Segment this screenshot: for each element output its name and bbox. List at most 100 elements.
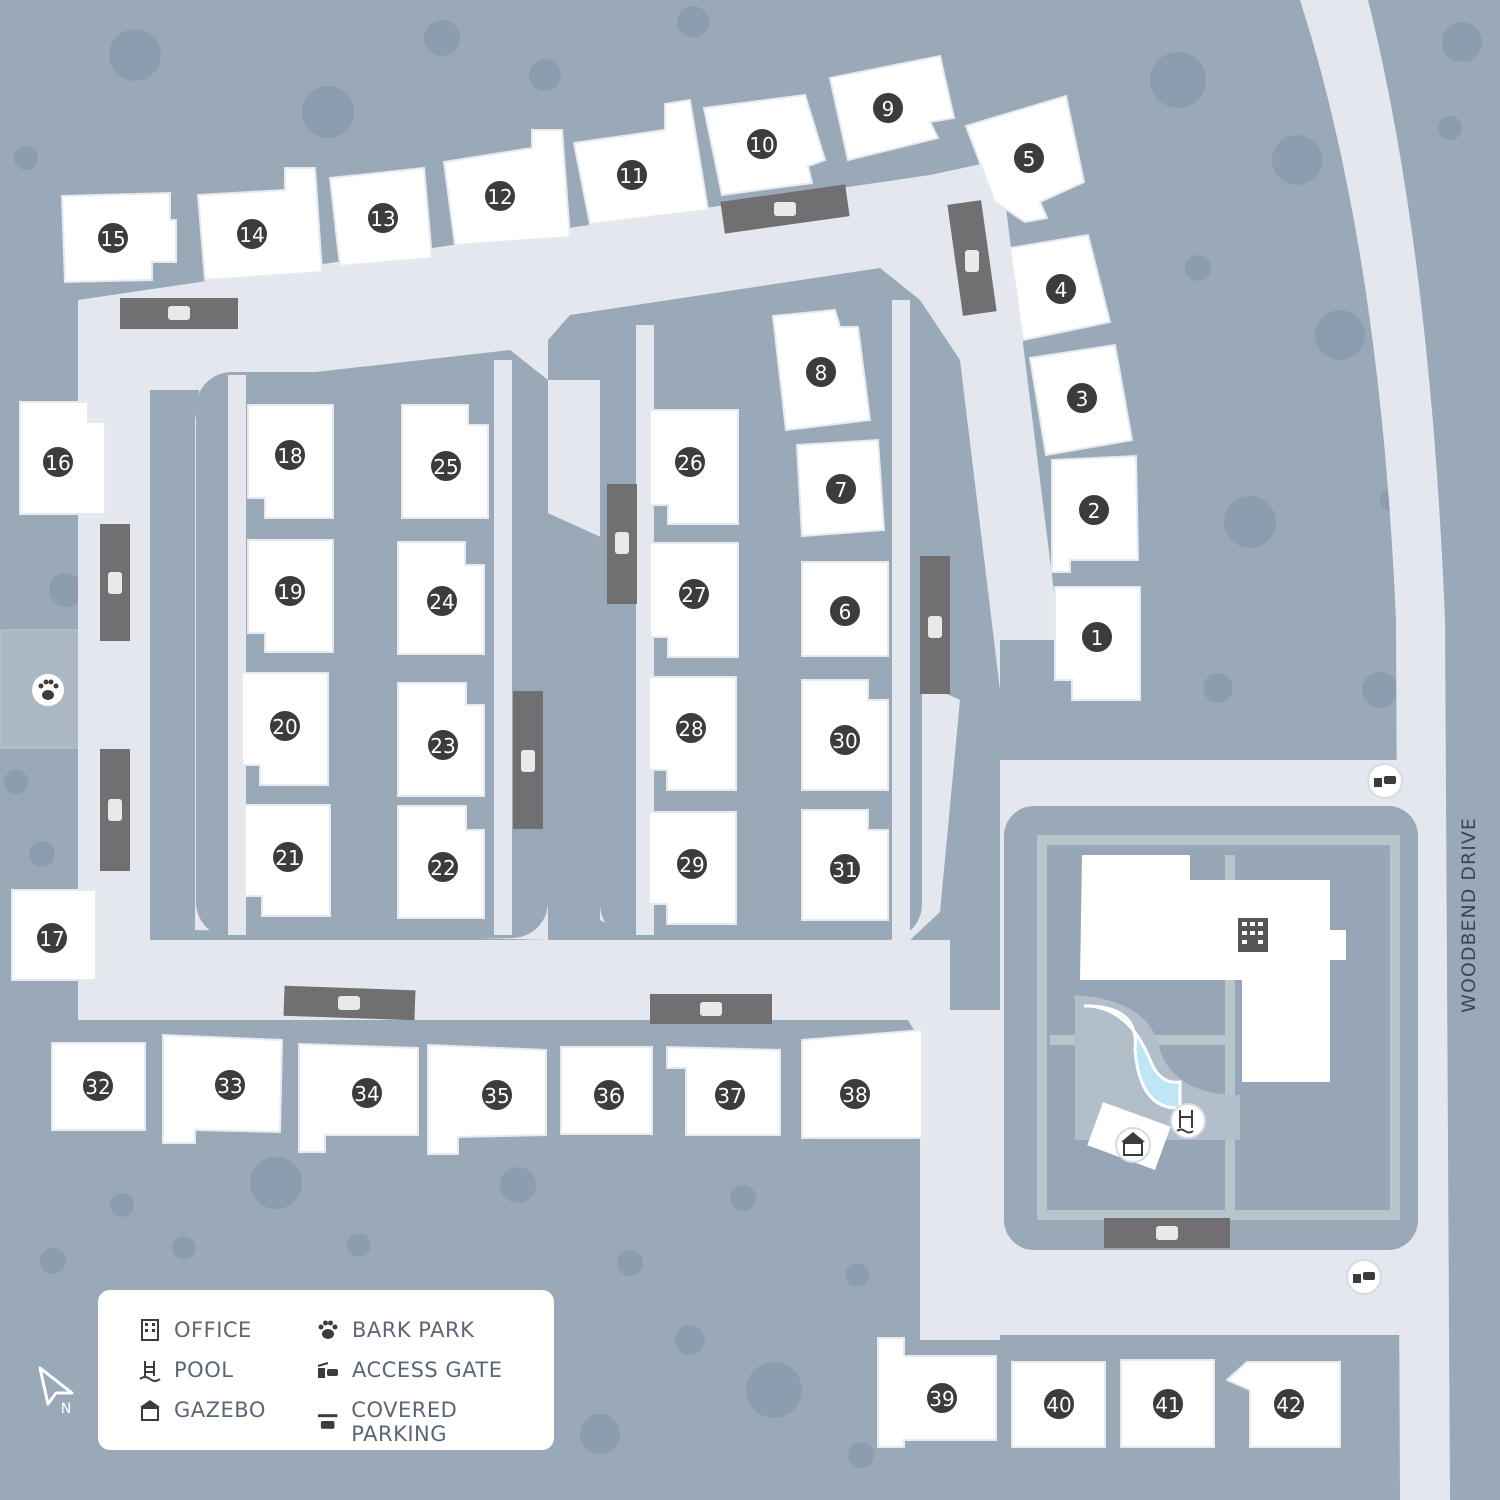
legend-bark-park: BARK PARK — [316, 1318, 474, 1342]
office-icon[interactable] — [1238, 918, 1268, 952]
building-badge[interactable]: 7 — [824, 472, 858, 506]
building-badge[interactable]: 32 — [81, 1069, 115, 1103]
building-badge[interactable]: 30 — [828, 723, 862, 757]
building-number: 9 — [882, 97, 895, 121]
building-badge-circle — [745, 127, 779, 161]
building-number: 11 — [619, 164, 644, 188]
building-badge[interactable]: 5 — [1012, 141, 1046, 175]
building-badge[interactable]: 27 — [677, 577, 711, 611]
building-badge[interactable]: 1 — [1080, 620, 1114, 654]
building-number: 37 — [717, 1084, 742, 1108]
building-badge[interactable]: 20 — [268, 709, 302, 743]
legend-gazebo-label: GAZEBO — [174, 1398, 266, 1422]
building-badge[interactable]: 8 — [804, 355, 838, 389]
building-badge-circle — [425, 584, 459, 618]
access-gate-icon[interactable] — [1346, 1259, 1382, 1295]
building-badge[interactable]: 42 — [1272, 1387, 1306, 1421]
building-badge[interactable]: 31 — [828, 852, 862, 886]
building-number: 10 — [749, 133, 774, 157]
building-badge-circle — [1042, 1387, 1076, 1421]
pool-icon — [139, 1361, 161, 1382]
building-number: 21 — [275, 846, 300, 870]
access-gate-icon[interactable] — [1367, 763, 1403, 799]
building-badge-circle — [235, 217, 269, 251]
building-badge[interactable]: 16 — [41, 445, 75, 479]
legend-covered-parking-label: COVERED PARKING — [351, 1398, 458, 1446]
building-badge[interactable]: 14 — [235, 217, 269, 251]
legend-pool-label: POOL — [174, 1358, 234, 1382]
building-number: 16 — [45, 451, 70, 475]
building-badge[interactable]: 15 — [96, 221, 130, 255]
legend-access-gate: ACCESS GATE — [316, 1358, 503, 1382]
building-badge[interactable]: 3 — [1065, 381, 1099, 415]
legend: OFFICE POOL GAZEBO BARK PARK ACCESS GATE… — [98, 1290, 554, 1450]
building-badge[interactable]: 37 — [713, 1078, 747, 1112]
building-badge[interactable]: 21 — [271, 840, 305, 874]
building-badge[interactable]: 2 — [1077, 493, 1111, 527]
building-badge[interactable]: 29 — [675, 847, 709, 881]
building-number: 28 — [678, 717, 703, 741]
building-badge-circle — [674, 711, 708, 745]
building-badge[interactable]: 26 — [673, 445, 707, 479]
building-number: 34 — [354, 1082, 379, 1106]
legend-office: OFFICE — [138, 1318, 252, 1342]
pool-icon[interactable] — [1170, 1103, 1206, 1139]
building-badge[interactable]: 19 — [273, 574, 307, 608]
building-number: 32 — [85, 1075, 110, 1099]
legend-pool: POOL — [138, 1358, 233, 1382]
building-badge[interactable]: 40 — [1042, 1387, 1076, 1421]
building-badge[interactable]: 24 — [425, 584, 459, 618]
building-badge-circle — [675, 847, 709, 881]
building-number: 42 — [1276, 1393, 1301, 1417]
building-badge[interactable]: 6 — [828, 594, 862, 628]
building-number: 36 — [596, 1084, 621, 1108]
building-number: 3 — [1076, 387, 1089, 411]
building-badge[interactable]: 9 — [871, 91, 905, 125]
building-badge-circle — [828, 723, 862, 757]
building-badge-circle — [925, 1381, 959, 1415]
building-badge[interactable]: 25 — [429, 449, 463, 483]
building-badge[interactable]: 33 — [213, 1068, 247, 1102]
building-number: 23 — [430, 734, 455, 758]
building-badge-circle — [615, 158, 649, 192]
bark-park-marker[interactable] — [32, 674, 64, 706]
building-badge[interactable]: 18 — [273, 438, 307, 472]
building-badge-circle — [366, 201, 400, 235]
building-number: 41 — [1155, 1393, 1180, 1417]
building-badge[interactable]: 10 — [745, 127, 779, 161]
building-badge-circle — [41, 445, 75, 479]
building-number: 8 — [815, 361, 828, 385]
building-badge[interactable]: 28 — [674, 711, 708, 745]
building-badge-circle — [824, 472, 858, 506]
building-badge-circle — [838, 1077, 872, 1111]
building-number: 18 — [277, 444, 302, 468]
building-number: 12 — [487, 185, 512, 209]
building-badge[interactable]: 35 — [480, 1078, 514, 1112]
building-badge-circle — [1151, 1387, 1185, 1421]
building-number: 26 — [677, 451, 702, 475]
legend-office-label: OFFICE — [174, 1318, 252, 1342]
building-badge-circle — [96, 221, 130, 255]
building-badge[interactable]: 17 — [35, 921, 69, 955]
building-number: 39 — [929, 1387, 954, 1411]
bark-park-icon — [318, 1320, 338, 1339]
building-badge[interactable]: 11 — [615, 158, 649, 192]
building-number: 22 — [430, 856, 455, 880]
gazebo-icon[interactable] — [1115, 1127, 1151, 1163]
building-badge[interactable]: 36 — [592, 1078, 626, 1112]
building-badge[interactable]: 38 — [838, 1077, 872, 1111]
building-badge-circle — [871, 91, 905, 125]
building-badge[interactable]: 39 — [925, 1381, 959, 1415]
office-icon — [141, 1319, 159, 1341]
building-number: 14 — [239, 223, 264, 247]
building-badge[interactable]: 13 — [366, 201, 400, 235]
building-badge-circle — [804, 355, 838, 389]
building-badge-circle — [1044, 272, 1078, 306]
building-badge[interactable]: 4 — [1044, 272, 1078, 306]
building-badge-circle — [677, 577, 711, 611]
building-badge[interactable]: 34 — [350, 1076, 384, 1110]
building-badge[interactable]: 23 — [426, 728, 460, 762]
building-badge[interactable]: 12 — [483, 179, 517, 213]
building-badge[interactable]: 41 — [1151, 1387, 1185, 1421]
building-badge[interactable]: 22 — [426, 850, 460, 884]
